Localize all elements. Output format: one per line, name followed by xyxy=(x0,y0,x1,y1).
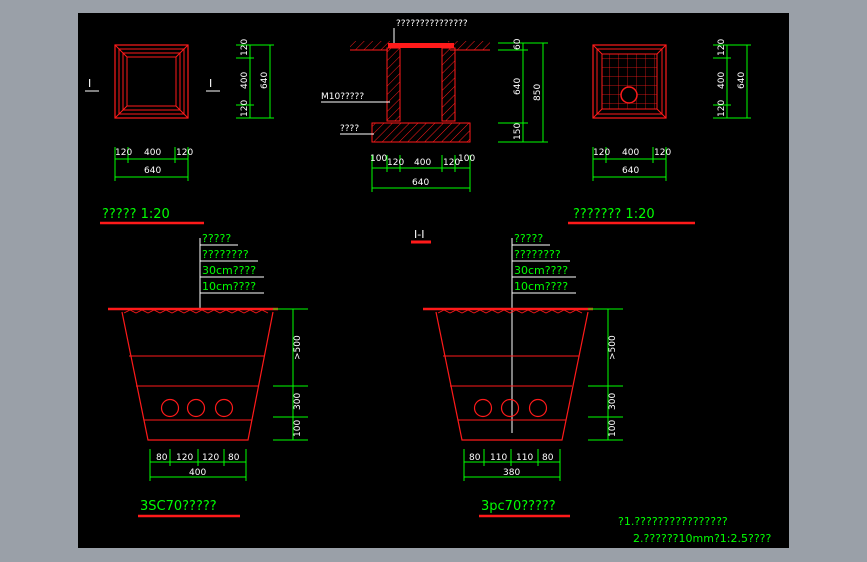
right-layer-1: ????? xyxy=(514,232,543,245)
center-dim-bottom-total: 640 xyxy=(412,178,429,188)
center-section: ??????????????? M10????? ???? 60 640 150… xyxy=(321,19,548,244)
section-marker-right: I xyxy=(209,77,212,90)
base-label: ???? xyxy=(340,124,359,134)
right-plan-dim-side-total: 640 xyxy=(737,72,747,89)
right-trench: ????? ???????? 30cm???? 10cm???? >500 30… xyxy=(423,232,623,518)
center-dim-side-total: 850 xyxy=(533,84,543,101)
left-plan-dim-side-bottom: 120 xyxy=(240,100,250,117)
left-plan-dim-bottom-a: 120 xyxy=(115,148,132,158)
left-bottom-dim-3: 120 xyxy=(202,453,219,463)
left-layer-4: 10cm???? xyxy=(202,280,256,293)
right-depth-2: 300 xyxy=(608,393,618,410)
right-plan-dim-bottom-total: 640 xyxy=(622,166,639,176)
right-plan-dim-side-bottom: 120 xyxy=(717,100,727,117)
left-plan-title: ????? 1:20 xyxy=(102,207,170,222)
left-bottom-dim-4: 80 xyxy=(228,453,240,463)
left-depth-2: 300 xyxy=(293,393,303,410)
left-plan-dim-side-mid: 400 xyxy=(240,72,250,89)
wall-label: M10????? xyxy=(321,92,364,102)
note-1: ?1.???????????????? xyxy=(618,515,728,528)
center-dim-side-bottom: 150 xyxy=(513,123,523,140)
right-depth-1: >500 xyxy=(608,335,618,360)
left-trench-caption: 3SC70????? xyxy=(140,499,217,514)
left-bottom-total: 400 xyxy=(189,468,206,478)
right-depth-3: 100 xyxy=(608,420,618,437)
left-plan: I I 120 400 120 640 120 400 120 640 xyxy=(85,39,274,181)
left-depth-1: >500 xyxy=(293,335,303,360)
left-depth-3: 100 xyxy=(293,420,303,437)
section-marker-left: I xyxy=(88,77,91,90)
right-bottom-dim-1: 80 xyxy=(469,453,481,463)
right-plan-title: ??????? 1:20 xyxy=(573,207,655,222)
right-plan-dim-bottom-b: 400 xyxy=(622,148,639,158)
right-plan-dim-side-top: 120 xyxy=(717,39,727,56)
left-plan-dim-side-top: 120 xyxy=(240,39,250,56)
right-bottom-dim-3: 110 xyxy=(516,453,533,463)
center-top-note: ??????????????? xyxy=(396,19,468,29)
left-bottom-dim-1: 80 xyxy=(156,453,168,463)
drawing-canvas: I I 120 400 120 640 120 400 120 640 ????… xyxy=(85,19,772,545)
left-layer-3: 30cm???? xyxy=(202,264,256,277)
right-bottom-dim-2: 110 xyxy=(490,453,507,463)
center-dim-side-mid: 640 xyxy=(513,78,523,95)
right-plan: 120 400 120 640 120 400 120 640 xyxy=(592,39,751,181)
center-dim-side-top: 60 xyxy=(513,38,523,50)
center-dim-bottom-d: 120 xyxy=(443,158,460,168)
left-layer-2: ???????? xyxy=(202,248,249,261)
center-dim-bottom-c: 400 xyxy=(414,158,431,168)
left-plan-dim-bottom-total: 640 xyxy=(144,166,161,176)
left-plan-dim-bottom-c: 120 xyxy=(176,148,193,158)
right-plan-dim-bottom-a: 120 xyxy=(593,148,610,158)
center-dim-bottom-e: 100 xyxy=(458,154,475,164)
left-bottom-dim-2: 120 xyxy=(176,453,193,463)
right-plan-dim-bottom-c: 120 xyxy=(654,148,671,158)
right-bottom-total: 380 xyxy=(503,468,520,478)
right-bottom-dim-4: 80 xyxy=(542,453,554,463)
center-dim-bottom-b: 120 xyxy=(387,158,404,168)
cad-viewport[interactable]: I I 120 400 120 640 120 400 120 640 ????… xyxy=(78,13,789,548)
note-2: 2.??????10mm?1:2.5???? xyxy=(633,532,772,545)
left-plan-dim-bottom-b: 400 xyxy=(144,148,161,158)
right-trench-caption: 3pc70????? xyxy=(481,499,556,514)
left-trench: ????? ???????? 30cm???? 10cm???? >500 30… xyxy=(108,232,308,518)
right-layer-4: 10cm???? xyxy=(514,280,568,293)
left-plan-dim-side-total: 640 xyxy=(260,72,270,89)
right-plan-dim-side-mid: 400 xyxy=(717,72,727,89)
right-layer-2: ???????? xyxy=(514,248,561,261)
section-mark: I-I xyxy=(414,228,424,241)
center-dim-bottom-a: 100 xyxy=(370,154,387,164)
right-layer-3: 30cm???? xyxy=(514,264,568,277)
left-layer-1: ????? xyxy=(202,232,231,245)
